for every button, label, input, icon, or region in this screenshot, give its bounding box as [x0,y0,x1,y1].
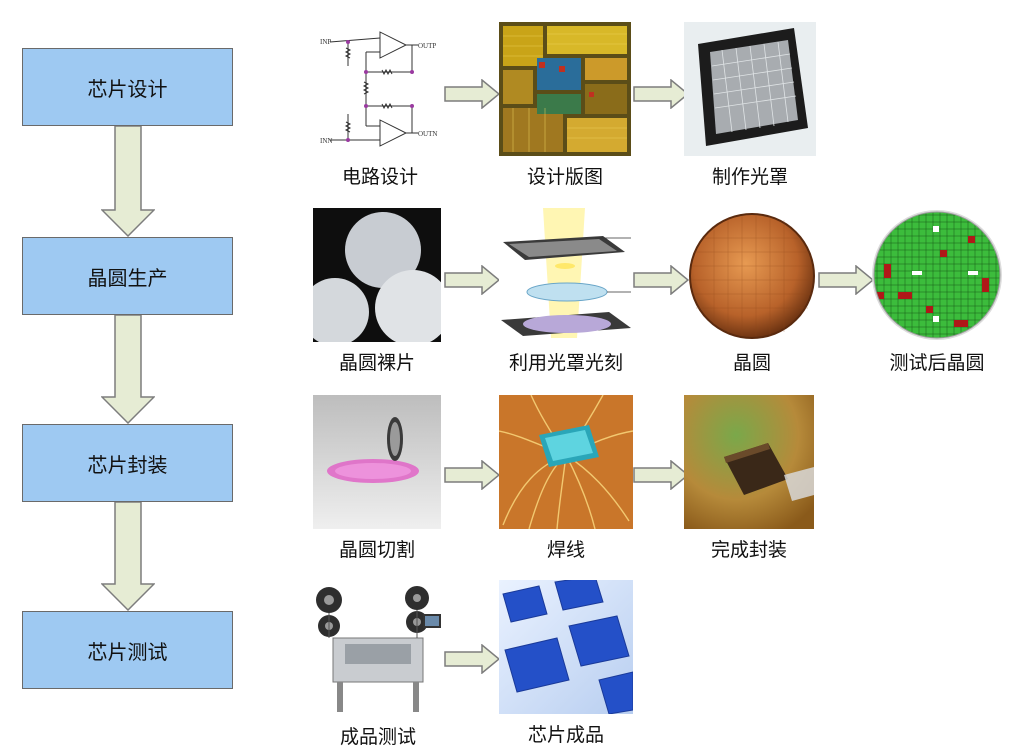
right-arrow [818,265,874,295]
down-arrow [101,315,155,424]
right-arrow [633,460,689,490]
step-caption-wire-bonding: 焊线 [546,539,585,561]
step-caption-product-test: 成品测试 [339,726,416,748]
right-arrow [444,460,500,490]
step-caption-finished-chip: 芯片成品 [527,724,604,746]
step-caption-circuit-design: 电路设计 [341,166,418,188]
stage-label: 芯片测试 [87,639,168,664]
stage-box-chip-testing: 芯片测试 [22,611,233,689]
right-arrow [444,265,500,295]
down-arrow [101,502,155,611]
schematic-label-inp: INP [320,38,331,46]
down-arrow [101,126,155,237]
circuit-schematic-image: INP INN OUTP OUTN [318,22,442,158]
packaged-chip-image [684,395,814,529]
stage-label: 芯片封装 [87,452,168,477]
test-machine-image [311,580,445,716]
stage-box-chip-packaging: 芯片封装 [22,424,233,502]
step-caption-mask-lithography: 利用光罩光刻 [508,352,623,374]
stage-label: 芯片设计 [87,76,168,101]
right-arrow [444,79,500,109]
wire-bonding-image [499,395,633,529]
finished-chips-image [499,580,633,714]
photomask-image [684,22,816,156]
schematic-label-inn: INN [320,137,332,145]
stage-label: 晶圆生产 [87,265,168,290]
step-caption-wafer: 晶圆 [732,352,771,374]
schematic-label-outn: OUTN [418,130,437,138]
right-arrow [633,79,689,109]
lithography-image [499,208,633,342]
step-caption-layout-design: 设计版图 [526,166,603,188]
wafer-dicing-image [313,395,441,529]
step-caption-bare-wafer: 晶圆裸片 [338,352,415,374]
layout-design-image [499,22,631,156]
stage-box-chip-design: 芯片设计 [22,48,233,126]
wafer-image [688,212,816,340]
tested-wafer-image [870,208,1004,342]
right-arrow [444,644,500,674]
step-caption-tested-wafer: 测试后晶圆 [889,352,985,374]
right-arrow [633,265,689,295]
step-caption-make-mask: 制作光罩 [711,166,788,188]
step-caption-wafer-dicing: 晶圆切割 [338,539,415,561]
step-caption-packaging-done: 完成封装 [710,539,787,561]
bare-wafer-image [313,208,441,342]
schematic-label-outp: OUTP [418,42,436,50]
stage-box-wafer-production: 晶圆生产 [22,237,233,315]
